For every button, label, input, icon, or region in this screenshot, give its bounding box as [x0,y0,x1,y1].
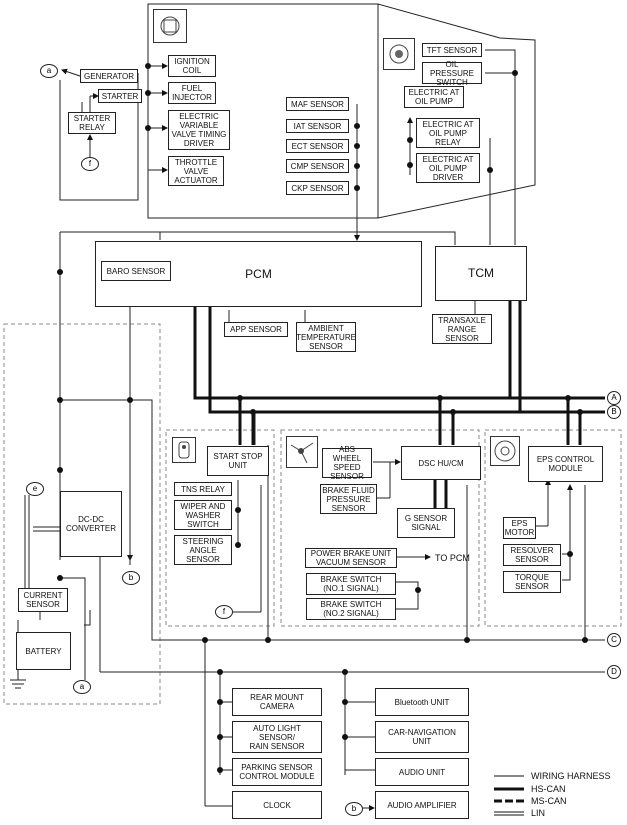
bluetooth-box: Bluetooth UNIT [375,688,469,716]
legend-wiring-harness: WIRING HARNESS [531,771,611,781]
tcm-module: TCM [435,246,527,301]
starter-box: STARTER [98,89,142,103]
tns-relay-box: TNS RELAY [174,482,232,496]
connector-a-bottom: a [73,680,91,694]
bus-c-terminal: C [607,633,621,647]
torque-sensor-box: TORQUE SENSOR [503,571,561,593]
engine-icon [153,9,187,43]
dsc-unit-box: DSC HU/CM [401,446,481,480]
app-sensor-box: APP SENSOR [224,322,288,337]
transmission-icon [383,38,415,70]
connector-e: e [26,482,44,496]
eps-module-box: EPS CONTROL MODULE [528,446,603,482]
audio-unit-box: AUDIO UNIT [375,758,469,786]
rear-camera-box: REAR MOUNT CAMERA [232,688,322,716]
steering-icon [490,436,520,466]
to-pcm-label: TO PCM [435,553,470,563]
tft-sensor-box: TFT SENSOR [422,43,482,57]
ignition-coil-box: IGNITION COIL [168,55,216,77]
connector-b-bottom: b [345,802,363,816]
bus-d-terminal: D [607,665,621,679]
transaxle-range-sensor-box: TRANSAXLE RANGE SENSOR [432,314,492,344]
connector-f-top: f [81,157,99,171]
start-stop-unit-box: START STOP UNIT [207,446,269,476]
legend-hs-can: HS-CAN [531,784,566,794]
auto-light-sensor-box: AUTO LIGHT SENSOR/ RAIN SENSOR [232,721,322,753]
clock-box: CLOCK [232,791,322,819]
g-sensor-box: G SENSOR SIGNAL [397,508,455,538]
iat-sensor-box: IAT SENSOR [286,119,349,133]
oil-pump-driver-box: ELECTRIC AT OIL PUMP DRIVER [416,153,480,183]
starter-relay-box: STARTER RELAY [68,112,116,134]
vacuum-sensor-box: POWER BRAKE UNIT VACUUM SENSOR [305,548,397,568]
dsc-icon [286,436,318,468]
wiper-switch-box: WIPER AND WASHER SWITCH [174,500,232,530]
car-nav-box: CAR-NAVIGATION UNIT [375,721,469,753]
oil-pressure-switch-box: OIL PRESSURE SWITCH [422,60,482,87]
current-sensor-box: CURRENT SENSOR [18,588,68,612]
parking-module-box: PARKING SENSOR CONTROL MODULE [232,758,322,786]
audio-amplifier-box: AUDIO AMPLIFIER [375,791,469,819]
pcm-label: PCM [245,266,272,281]
brake-switch-2-box: BRAKE SWITCH (NO.2 SIGNAL) [306,598,396,620]
maf-sensor-box: MAF SENSOR [286,97,349,111]
ambient-sensor-box: AMBIENT TEMPERATURE SENSOR [296,322,356,352]
connector-b-left: b [122,571,140,585]
bus-b-terminal: B [607,405,621,419]
baro-sensor-box: BARO SENSOR [101,261,171,281]
throttle-actuator-box: THROTTLE VALVE ACTUATOR [168,156,224,186]
eps-motor-box: EPS MOTOR [503,517,536,539]
cmp-sensor-box: CMP SENSOR [286,159,349,173]
brake-fluid-sensor-box: BRAKE FLUID PRESSURE SENSOR [320,484,377,514]
dcdc-converter-box: DC-DC CONVERTER [60,491,122,557]
brake-switch-1-box: BRAKE SWITCH (NO.1 SIGNAL) [306,573,396,595]
legend-lin: LIN [531,808,546,818]
abs-sensor-box: ABS WHEEL SPEED SENSOR [322,445,372,481]
generator-box: GENERATOR [80,69,138,83]
legend-ms-can: MS-CAN [531,796,567,806]
bus-a-terminal: A [607,391,621,405]
fuel-injector-box: FUEL INJECTOR [168,82,216,104]
ckp-sensor-box: CKP SENSOR [286,181,349,195]
start-stop-icon [172,437,196,463]
steering-sensor-box: STEERING ANGLE SENSOR [174,535,232,565]
oil-pump-relay-box: ELECTRIC AT OIL PUMP RELAY [416,118,480,148]
ect-sensor-box: ECT SENSOR [286,139,349,153]
resolver-sensor-box: RESOLVER SENSOR [503,544,561,566]
evvt-driver-box: ELECTRIC VARIABLE VALVE TIMING DRIVER [168,110,230,150]
connector-f-bottom: f [215,605,233,619]
connector-a-top: a [40,64,58,78]
battery-box: BATTERY [16,632,71,670]
electric-oil-pump-box: ELECTRIC AT OIL PUMP [404,86,464,108]
